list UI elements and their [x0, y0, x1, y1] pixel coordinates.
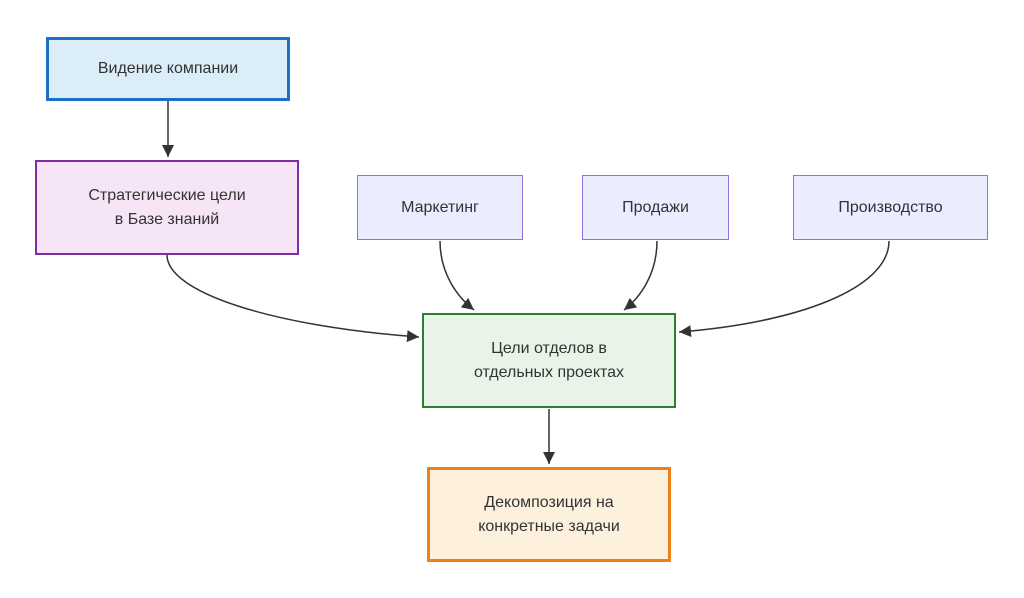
node-production: Производство — [793, 175, 988, 240]
node-marketing: Маркетинг — [357, 175, 523, 240]
node-department-goals-label-line2: отдельных проектах — [473, 363, 625, 381]
node-company-vision-label: Видение компании — [97, 60, 239, 77]
node-sales: Продажи — [582, 175, 729, 240]
node-decomposition-label-line1: Декомпозиция на — [484, 493, 614, 511]
node-decomposition: Декомпозиция на конкретные задачи — [427, 467, 671, 562]
node-strategic-goals-label-line1: Стратегические цели — [88, 186, 246, 204]
node-sales-label: Продажи — [622, 198, 689, 216]
node-strategic-goals-label-line2: в Базе знаний — [114, 210, 220, 228]
edge-sales-dept-goals — [623, 240, 658, 311]
node-company-vision: Видение компании — [46, 37, 290, 101]
node-decomposition-label-line2: конкретные задачи — [478, 517, 620, 535]
node-production-label: Производство — [838, 198, 943, 216]
edge-strategy-dept-goals — [166, 254, 420, 343]
node-department-goals-label-line1: Цели отделов в — [491, 339, 607, 357]
node-department-goals: Цели отделов в отдельных проектах — [422, 313, 676, 408]
edge-marketing-dept-goals — [439, 240, 475, 311]
node-marketing-label: Маркетинг — [401, 198, 479, 216]
edge-production-dept-goals — [678, 240, 890, 338]
node-strategic-goals: Стратегические цели в Базе знаний — [35, 160, 299, 255]
